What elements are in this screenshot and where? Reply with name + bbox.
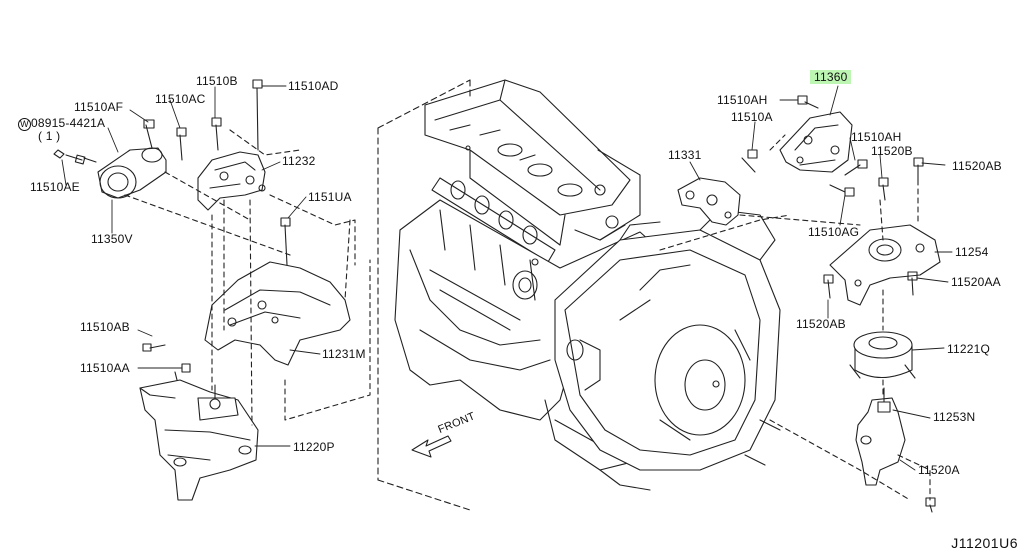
leader-lines xyxy=(61,85,953,471)
part-label-1151ua: 1151UA xyxy=(308,190,352,204)
engine-boundary-line xyxy=(377,79,471,481)
part-label-11360-highlight: 11360 xyxy=(810,70,852,84)
part-label-11510ad: 11510AD xyxy=(288,79,339,93)
part-label-11510ae: 11510AE xyxy=(30,180,80,194)
left-dashed-lines xyxy=(124,129,371,426)
note-quantity: ( 1 ) xyxy=(38,129,61,143)
part-label-11510aa: 11510AA xyxy=(80,361,130,375)
part-label-11510ah-lower: 11510AH xyxy=(851,130,902,144)
bracket-11360 xyxy=(779,95,868,197)
transmission-assembly xyxy=(554,209,781,491)
part-label-11510af: 11510AF xyxy=(74,100,124,114)
part-label-11510ag: 11510AG xyxy=(808,225,860,239)
engine-assembly xyxy=(394,79,661,471)
note-w-circle: W xyxy=(18,118,31,131)
part-label-11331: 11331 xyxy=(668,148,702,162)
part-label-11520ab-upper: 11520AB xyxy=(952,159,1002,173)
part-label-11350v: 11350V xyxy=(91,232,133,246)
bracket-11254 xyxy=(823,157,941,306)
part-label-11220p: 11220P xyxy=(293,440,335,454)
engine-mount-11220p xyxy=(139,379,259,501)
part-label-11232: 11232 xyxy=(282,154,316,168)
part-label-11510ac: 11510AC xyxy=(155,92,206,106)
part-label-11510ab: 11510AB xyxy=(80,320,130,334)
part-label-08915-4421a: 08915-4421A xyxy=(31,116,106,130)
part-label-11360: 11360 xyxy=(810,70,852,84)
bracket-11253n xyxy=(855,387,936,513)
part-label-11520a: 11520A xyxy=(918,463,960,477)
bracket-11231m xyxy=(142,217,351,393)
engine-mount-11221q xyxy=(849,331,916,379)
part-label-11510a: 11510A xyxy=(731,110,773,124)
part-label-11510ah-upper: 11510AH xyxy=(717,93,768,107)
part-label-11254: 11254 xyxy=(955,245,989,259)
bracket-11331 xyxy=(677,149,758,226)
part-label-11231m: 11231M xyxy=(322,347,366,361)
part-label-11520b: 11520B xyxy=(871,144,913,158)
part-label-11253n: 11253N xyxy=(933,410,976,424)
part-label-11520aa: 11520AA xyxy=(951,275,1001,289)
front-arrow xyxy=(411,435,452,458)
part-label-11221q: 11221Q xyxy=(947,342,991,356)
bracket-11232 xyxy=(176,79,266,211)
diagram-code: J11201U6 xyxy=(951,535,1018,551)
part-label-11520ab-lower: 11520AB xyxy=(796,317,846,331)
part-label-11510b: 11510B xyxy=(196,74,238,88)
